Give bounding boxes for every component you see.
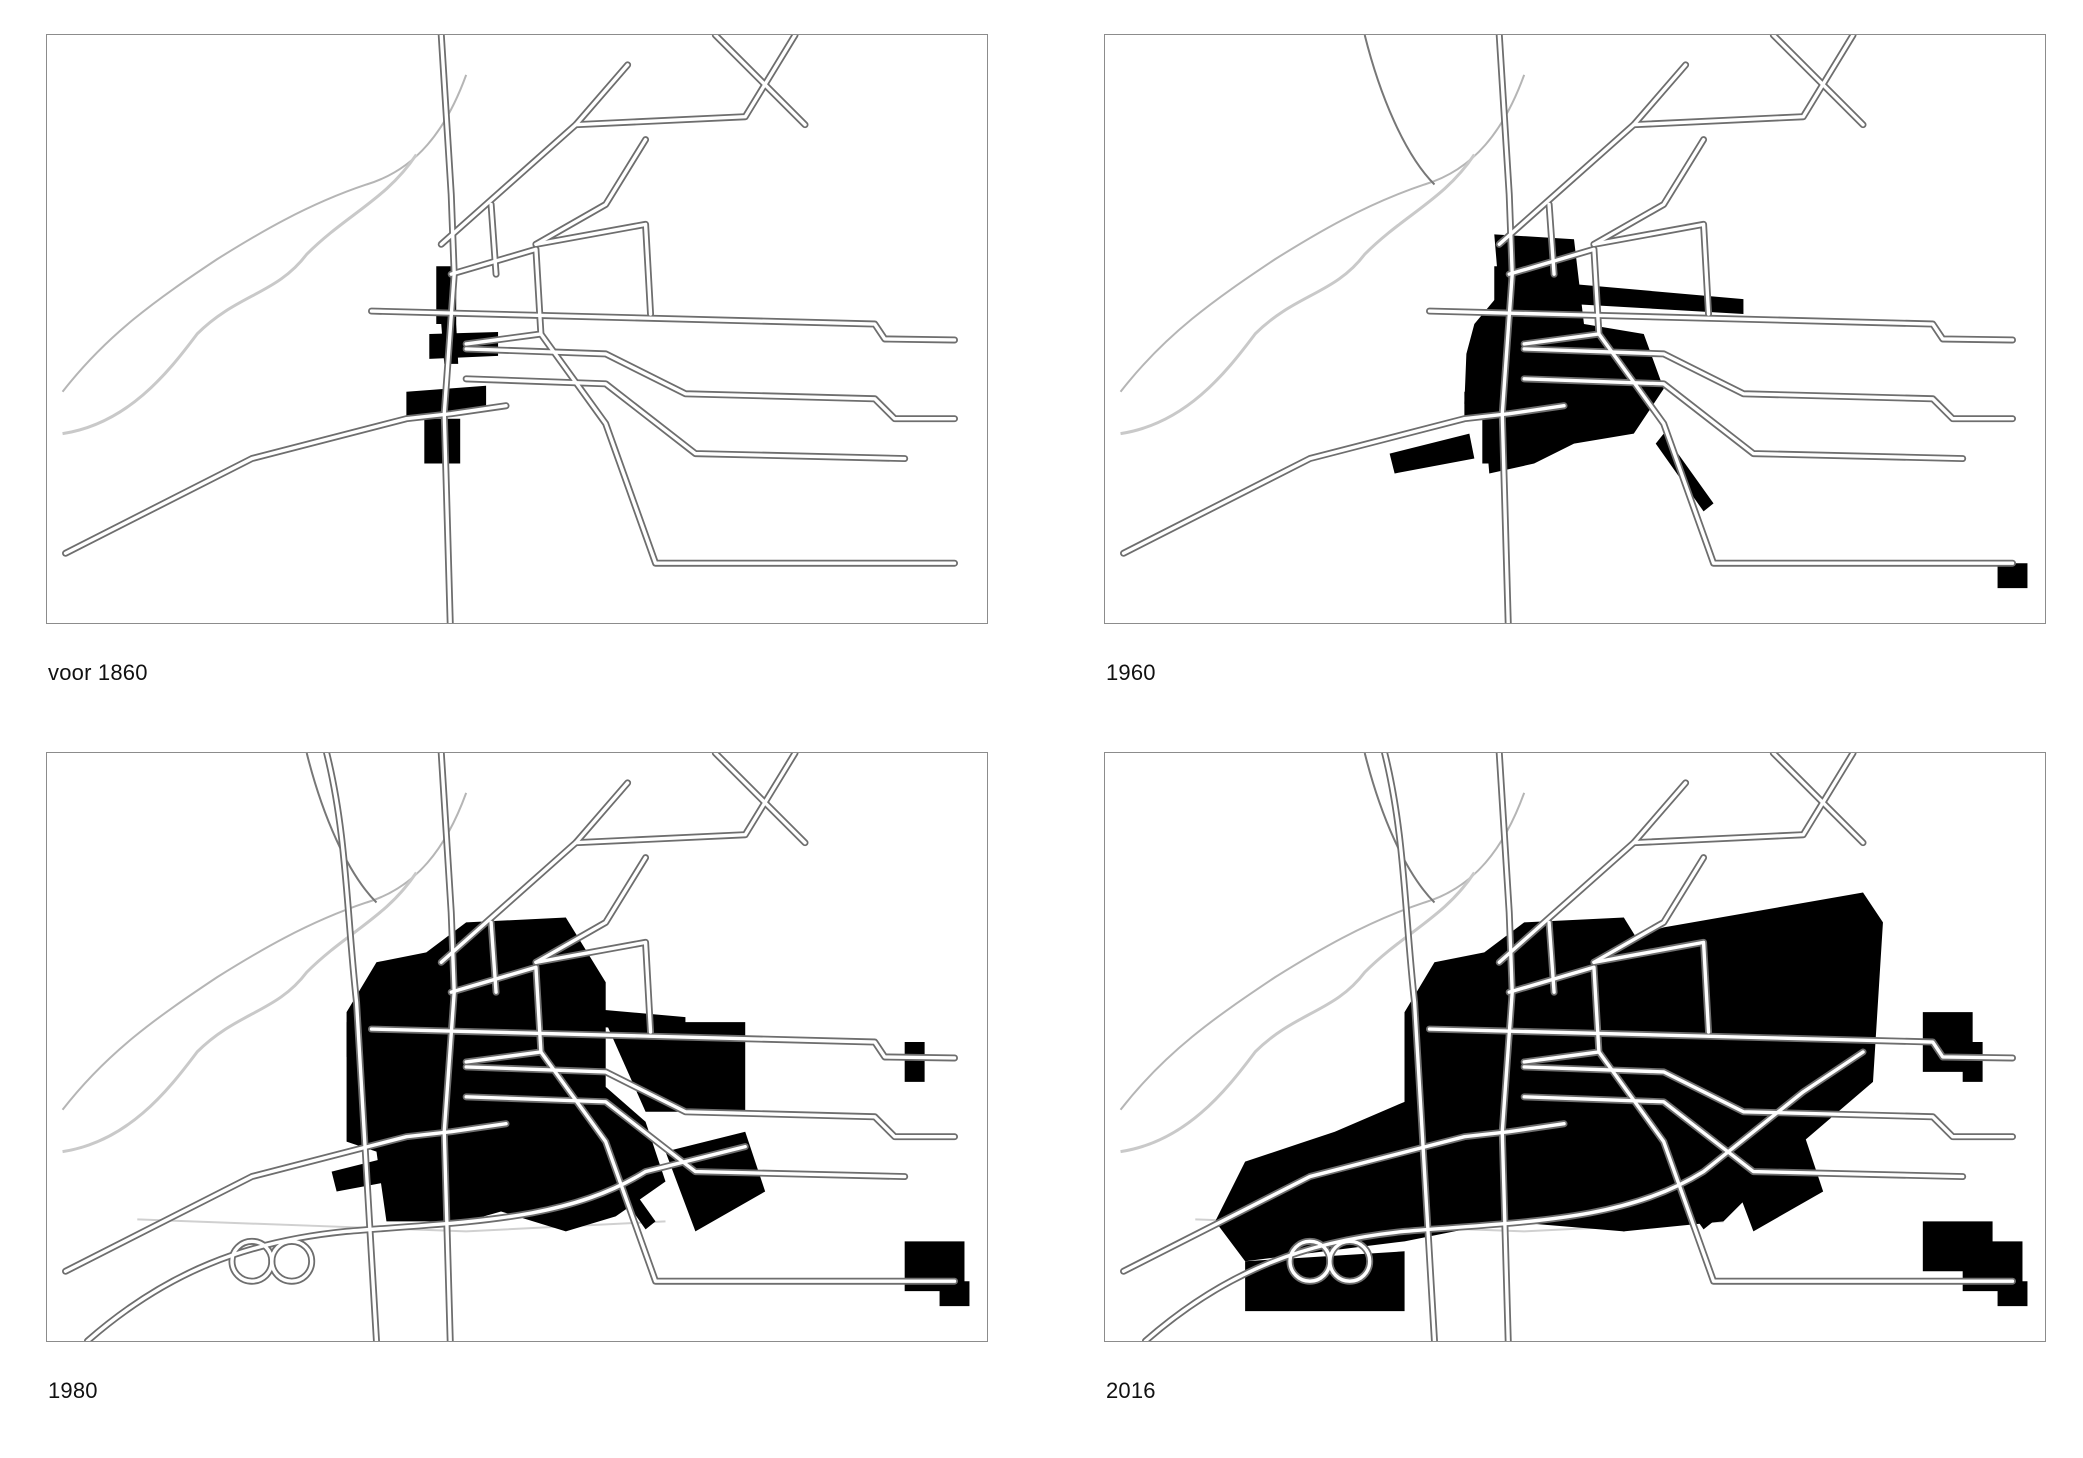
road-fill <box>1328 1239 1372 1283</box>
river-line <box>61 792 468 1111</box>
road-fill <box>1592 940 1711 1034</box>
built-up-area <box>1922 1221 1993 1272</box>
road-fill <box>1497 63 1688 246</box>
road-fill <box>534 222 653 316</box>
minor-path <box>137 1218 666 1233</box>
road-fill <box>534 940 653 1034</box>
railway-line <box>1363 753 1436 904</box>
caption-2016: 2016 <box>1106 1378 1156 1403</box>
road-outline <box>532 220 655 318</box>
caption-1980: 1980 <box>48 1378 98 1403</box>
river-line <box>62 871 418 1154</box>
river-line <box>1119 792 1526 1111</box>
road-fill <box>489 202 498 276</box>
road-fill <box>270 1239 314 1283</box>
built-up-area <box>1215 892 1883 1262</box>
built-up-area <box>665 1131 766 1232</box>
map-1980 <box>61 753 970 1341</box>
road-fill <box>539 1050 957 1283</box>
river-line <box>62 153 418 436</box>
road-fill <box>539 332 957 565</box>
built-up-area <box>346 1012 467 1057</box>
map-panel-2016 <box>1104 752 2046 1342</box>
road-fill <box>574 35 797 127</box>
road-fill <box>369 309 957 342</box>
road-fill <box>464 377 907 461</box>
built-up-area <box>1245 1251 1405 1312</box>
railway-line <box>305 753 378 904</box>
road-fill <box>1121 404 1566 555</box>
road-fill <box>1771 753 1865 845</box>
road-fill <box>574 753 797 845</box>
built-up-area <box>1574 284 1744 315</box>
built-up-area <box>1389 433 1475 474</box>
road-fill <box>439 63 630 246</box>
road-fill <box>63 1122 508 1273</box>
map-1960 <box>1119 35 2028 623</box>
road-fill <box>1522 347 2015 421</box>
road-fill <box>63 404 508 555</box>
map-panel-voor-1860 <box>46 34 988 624</box>
road-fill <box>1597 1050 2015 1283</box>
road-fill <box>1522 377 1965 461</box>
road-fill <box>713 35 807 127</box>
river-line <box>1120 153 1476 436</box>
road-fill <box>1121 1122 1566 1273</box>
road-fill <box>1427 1027 2015 1060</box>
road-fill <box>489 920 498 994</box>
map-panel-1980 <box>46 752 988 1342</box>
road-fill <box>1632 753 1855 845</box>
caption-1960: 1960 <box>1106 660 1156 685</box>
road-fill <box>369 1027 957 1060</box>
road-fill <box>1547 202 1556 276</box>
road-fill <box>1143 1050 1865 1341</box>
map-voor-1860 <box>61 35 959 623</box>
road-fill <box>85 1144 747 1341</box>
road-fill <box>534 855 648 964</box>
river-line <box>1119 74 1526 393</box>
map-2016 <box>1119 753 2028 1341</box>
road-fill <box>464 1065 957 1139</box>
road-fill <box>1592 855 1706 964</box>
road-fill <box>1771 35 1865 127</box>
road-fill <box>1427 309 2015 342</box>
built-up-area <box>1997 563 2028 589</box>
road-fill <box>1632 35 1855 127</box>
road-fill <box>324 753 379 1341</box>
river-line <box>61 74 468 393</box>
road-fill <box>1547 920 1556 994</box>
railway-line <box>1363 35 1436 186</box>
map-panel-1960 <box>1104 34 2046 624</box>
river-line <box>1120 871 1476 1154</box>
road-fill <box>713 753 807 845</box>
road-fill <box>534 137 648 246</box>
road-fill <box>1592 222 1711 316</box>
road-fill <box>1597 332 2015 565</box>
road-fill <box>464 347 957 421</box>
road-outline <box>537 330 959 567</box>
caption-voor-1860: voor 1860 <box>48 660 148 685</box>
built-up-area <box>904 1042 925 1082</box>
road-fill <box>1592 137 1706 246</box>
road-fill <box>1522 1065 2015 1139</box>
road-fill <box>1522 1095 1965 1179</box>
road-fill <box>464 1095 907 1179</box>
road-fill <box>1382 753 1437 1341</box>
built-up-area <box>346 917 666 1232</box>
